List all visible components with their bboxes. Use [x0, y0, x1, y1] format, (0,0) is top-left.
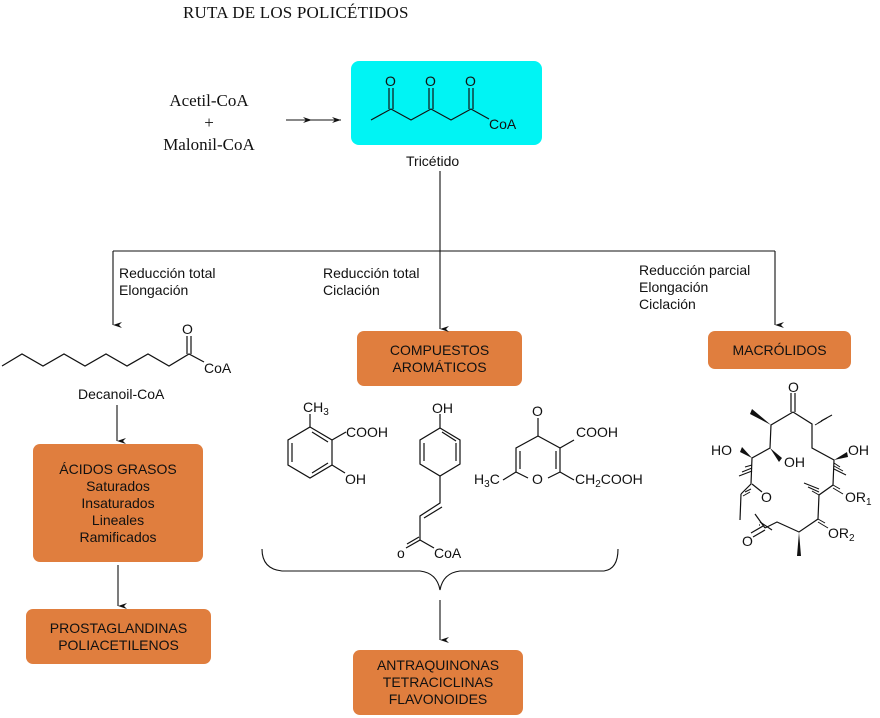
methylsalicylic-acid-structure: CH3 COOH OH: [287, 399, 388, 487]
condition: Elongación: [119, 282, 189, 298]
acetyl-coa-label: Acetil-CoA: [169, 91, 249, 110]
oh-label: OH: [848, 442, 869, 458]
cooh-label: COOH: [576, 424, 618, 440]
branch-aromatic-conditions: Reducción total Ciclación: [323, 265, 420, 299]
condition: Ciclación: [323, 282, 380, 298]
precursors: Acetil-CoA + Malonil-CoA: [150, 90, 268, 156]
aromatic-compounds-box: COMPUESTOS AROMÁTICOS: [357, 331, 522, 386]
oh-label: OH: [784, 454, 805, 470]
macrolide-structure: O HO OH OH O O OR1 OR2: [711, 379, 872, 556]
plus-sign: +: [204, 113, 214, 132]
product-name: FLAVONOIDES: [388, 691, 488, 707]
fatty-acids-box: ÁCIDOS GRASOS Saturados Insaturados Line…: [33, 444, 203, 562]
triketide-box: [351, 61, 542, 145]
condition: Elongación: [639, 279, 709, 295]
box-line: COMPUESTOS: [389, 341, 490, 358]
fatty-acid-type: Ramificados: [79, 528, 157, 545]
oxygen-label: O: [425, 73, 436, 89]
oxygen-label: o: [397, 545, 405, 561]
or1-label: OR1: [845, 489, 872, 508]
coumaroyl-coa-structure: OH o CoA: [397, 400, 462, 561]
coa-label: CoA: [489, 116, 517, 132]
grouping-brace: [261, 548, 619, 591]
fatty-acid-type: Saturados: [86, 477, 150, 494]
ester-oxygen-label: O: [742, 533, 753, 549]
decanoyl-coa-label: Decanoil-CoA: [78, 386, 165, 402]
triketide-label: Tricétido: [406, 153, 460, 169]
ring-oxygen-label: O: [761, 489, 772, 505]
fatty-acid-type: Insaturados: [81, 494, 155, 511]
ch3-label: CH3: [303, 399, 329, 418]
branch-connectors: [112, 171, 784, 643]
box-line: MACRÓLIDOS: [732, 341, 827, 358]
oxygen-label: O: [532, 403, 543, 419]
product-name: ANTRAQUINONAS: [376, 657, 500, 673]
triketide-structure: O O O CoA: [370, 73, 517, 132]
cooh-label: COOH: [346, 424, 388, 440]
h3c-label: H3C: [474, 471, 500, 490]
condition: Reducción parcial: [639, 262, 751, 278]
oxygen-label: O: [465, 73, 476, 89]
oxygen-label: O: [385, 73, 396, 89]
decanoyl-coa-structure: O CoA: [1, 321, 232, 376]
ch2cooh-label: CH2COOH: [575, 471, 643, 490]
macrolides-box: MACRÓLIDOS: [708, 331, 851, 369]
fatty-acids-title: ÁCIDOS GRASOS: [59, 460, 177, 477]
oxygen-label: O: [788, 379, 799, 395]
product-name: POLIACETILENOS: [58, 636, 179, 653]
oh-label: OH: [345, 471, 366, 487]
prostaglandins-box: PROSTAGLANDINAS POLIACETILENOS: [26, 609, 211, 664]
or2-label: OR2: [828, 525, 855, 544]
coa-label: CoA: [434, 545, 462, 561]
product-name: PROSTAGLANDINAS: [49, 619, 188, 636]
condition: Ciclación: [639, 296, 696, 312]
condition: Reducción total: [323, 265, 420, 281]
coa-label: CoA: [204, 360, 232, 376]
box-line: AROMÁTICOS: [392, 358, 487, 375]
oxygen-label: O: [182, 321, 193, 337]
malonyl-coa-label: Malonil-CoA: [163, 135, 255, 154]
anthraquinones-box: ANTRAQUINONAS TETRACICLINAS FLAVONOIDES: [353, 650, 523, 715]
fatty-acid-type: Lineales: [91, 511, 145, 528]
branch-fatty-conditions: Reducción total Elongación: [119, 265, 216, 299]
condition: Reducción total: [119, 265, 216, 281]
ho-label: HO: [711, 442, 732, 458]
page-title: RUTA DE LOS POLICÉTIDOS: [183, 3, 409, 22]
product-name: TETRACICLINAS: [382, 674, 494, 690]
pyrone-structure: O COOH H3C O CH2COOH: [474, 403, 643, 490]
branch-macrolide-conditions: Reducción parcial Elongación Ciclación: [639, 262, 750, 313]
ring-oxygen-label: O: [532, 471, 543, 487]
oh-label: OH: [432, 400, 453, 416]
